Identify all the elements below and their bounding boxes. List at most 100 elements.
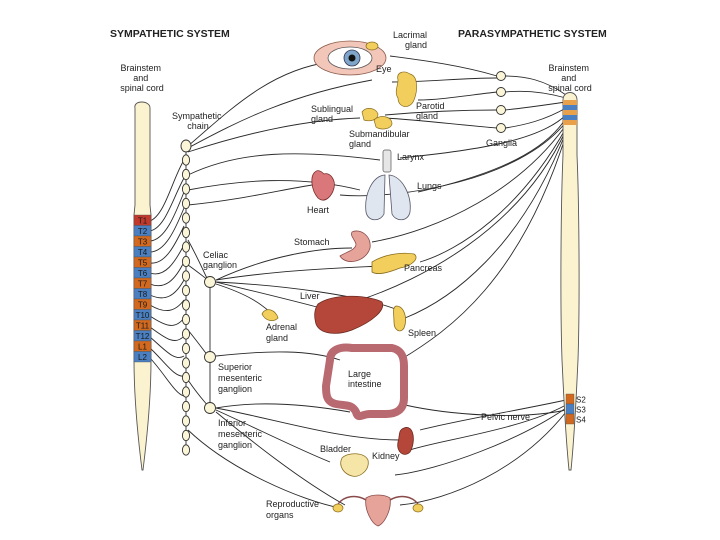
- chain-ganglion: [181, 270, 191, 282]
- chain-ganglion: [181, 429, 191, 442]
- inferior-mesenteric-ganglion: [204, 402, 216, 414]
- heart-icon: [311, 170, 335, 201]
- parasympathetic-system-header: PARASYMPATHETIC SYSTEM: [458, 28, 607, 40]
- spinal-segment-label: T7: [138, 279, 148, 288]
- lacrimal-gland-icon: [365, 41, 379, 51]
- chain-ganglion: [181, 357, 191, 369]
- brainstem-segment: [563, 105, 577, 110]
- spinal-segment-label: T10: [136, 311, 150, 320]
- large-intestine-icon: [321, 343, 408, 421]
- parasympathetic-ganglion: [496, 71, 506, 81]
- bladder-icon: [340, 453, 369, 477]
- ganglia-label: Ganglia: [486, 138, 517, 148]
- spleen-icon: [393, 305, 406, 332]
- parotid-gland-label: Parotid gland: [416, 101, 447, 121]
- heart-label: Heart: [307, 205, 330, 215]
- spinal-segment-label: L1: [138, 342, 147, 351]
- spinal-segment-label: T8: [138, 290, 148, 299]
- chain-ganglion: [181, 371, 191, 384]
- chain-ganglion: [181, 255, 191, 268]
- superior-mesenteric-ganglion-label: Superior mesenteric ganglion: [218, 362, 265, 394]
- parasympathetic-ganglion: [496, 105, 506, 115]
- eye-label: Eye: [376, 64, 392, 74]
- spinal-segment-label: T9: [138, 300, 148, 309]
- liver-label: Liver: [300, 291, 320, 301]
- eye-icon: [313, 40, 387, 76]
- adrenal-gland-label: Adrenal gland: [266, 322, 300, 343]
- celiac-ganglion: [204, 276, 216, 288]
- superior-mesenteric-ganglion: [204, 351, 216, 363]
- spinal-segment-label: T4: [138, 248, 148, 257]
- larynx-icon: [382, 149, 392, 173]
- chain-ganglion: [181, 197, 191, 210]
- liver-icon: [314, 295, 384, 334]
- chain-ganglion: [181, 226, 191, 239]
- spinal-segment-label: T11: [136, 321, 150, 330]
- sympathetic-chain-label: Sympathetic chain: [172, 111, 224, 131]
- sublingual-gland-icon: [361, 108, 379, 122]
- chain-ganglion: [181, 183, 191, 195]
- spinal-segment-l2: [133, 351, 152, 363]
- parasympathetic-ganglion: [496, 123, 506, 133]
- reproductive-organs-icon: [332, 494, 424, 527]
- chain-ganglion: [181, 400, 191, 413]
- pelvic-nerve-label: Pelvic nerve: [481, 412, 530, 422]
- adrenal-gland-icon: [261, 309, 279, 322]
- spinal-segment-s2: [565, 393, 575, 405]
- submandibular-gland-label: Submandibular gland: [349, 129, 412, 149]
- brainstem-segment: [563, 100, 577, 105]
- pancreas-icon: [371, 252, 417, 275]
- larynx-label: Larynx: [397, 152, 425, 162]
- spinal-segment-label: T12: [136, 332, 150, 341]
- kidney-label: Kidney: [372, 451, 400, 461]
- lungs-label: Lungs: [417, 181, 442, 191]
- spinal-segment-label: S4: [576, 415, 586, 424]
- large-intestine-label: Large intestine: [348, 369, 382, 389]
- chain-ganglion: [180, 139, 192, 153]
- reproductive-organs-label: Reproductive organs: [266, 499, 322, 520]
- spinal-segment-label: L2: [138, 353, 147, 362]
- brainstem-spinal-cord-left-label: Brainstem and spinal cord: [120, 63, 164, 93]
- pancreas-label: Pancreas: [404, 263, 443, 273]
- spinal-segment-label: T6: [138, 269, 148, 278]
- labels: Brainstem and spinal cord Brainstem and …: [120, 30, 592, 520]
- kidney-icon: [397, 427, 414, 455]
- spinal-segment-label: T3: [138, 237, 148, 246]
- brainstem-spinal-cord-right-label: Brainstem and spinal cord: [548, 63, 592, 93]
- chain-ganglion: [181, 444, 191, 456]
- spinal-segment-label: T2: [138, 227, 148, 236]
- chain-ganglion: [181, 168, 191, 181]
- stomach-label: Stomach: [294, 237, 330, 247]
- parotid-gland-icon: [395, 71, 417, 107]
- spinal-segment-label: T1: [138, 216, 148, 225]
- chain-ganglion: [181, 284, 191, 297]
- bladder-label: Bladder: [320, 444, 351, 454]
- chain-ganglion: [181, 342, 191, 355]
- parasympathetic-ganglion: [496, 87, 506, 97]
- lacrimal-gland-label: Lacrimal gland: [393, 30, 430, 50]
- brainstem-segment: [563, 115, 577, 120]
- chain-ganglion: [181, 212, 191, 224]
- submandibular-gland-icon: [373, 116, 393, 130]
- chain-ganglion: [181, 241, 191, 253]
- chain-ganglion: [181, 313, 191, 326]
- brainstem-segment: [563, 120, 577, 125]
- organs: [261, 40, 424, 527]
- spinal-segment-label: T5: [138, 258, 148, 267]
- chain-ganglion: [181, 415, 191, 427]
- sympathetic-chain: [180, 139, 192, 456]
- lungs-icon: [365, 174, 411, 221]
- chain-ganglion: [181, 386, 191, 398]
- spinal-segment-s3: [565, 403, 575, 415]
- spinal-segment-s4: [565, 413, 575, 425]
- spinal-segment-label: S2: [576, 395, 586, 404]
- celiac-ganglion-label: Celiac ganglion: [203, 250, 237, 270]
- sympathetic-system-header: SYMPATHETIC SYSTEM: [110, 28, 230, 40]
- inferior-mesenteric-ganglion-label: Inferior mesenteric ganglion: [218, 418, 265, 450]
- spleen-label: Spleen: [408, 328, 436, 338]
- sublingual-gland-label: Sublingual gland: [311, 104, 356, 124]
- chain-ganglion: [181, 328, 191, 340]
- chain-ganglion: [181, 154, 191, 166]
